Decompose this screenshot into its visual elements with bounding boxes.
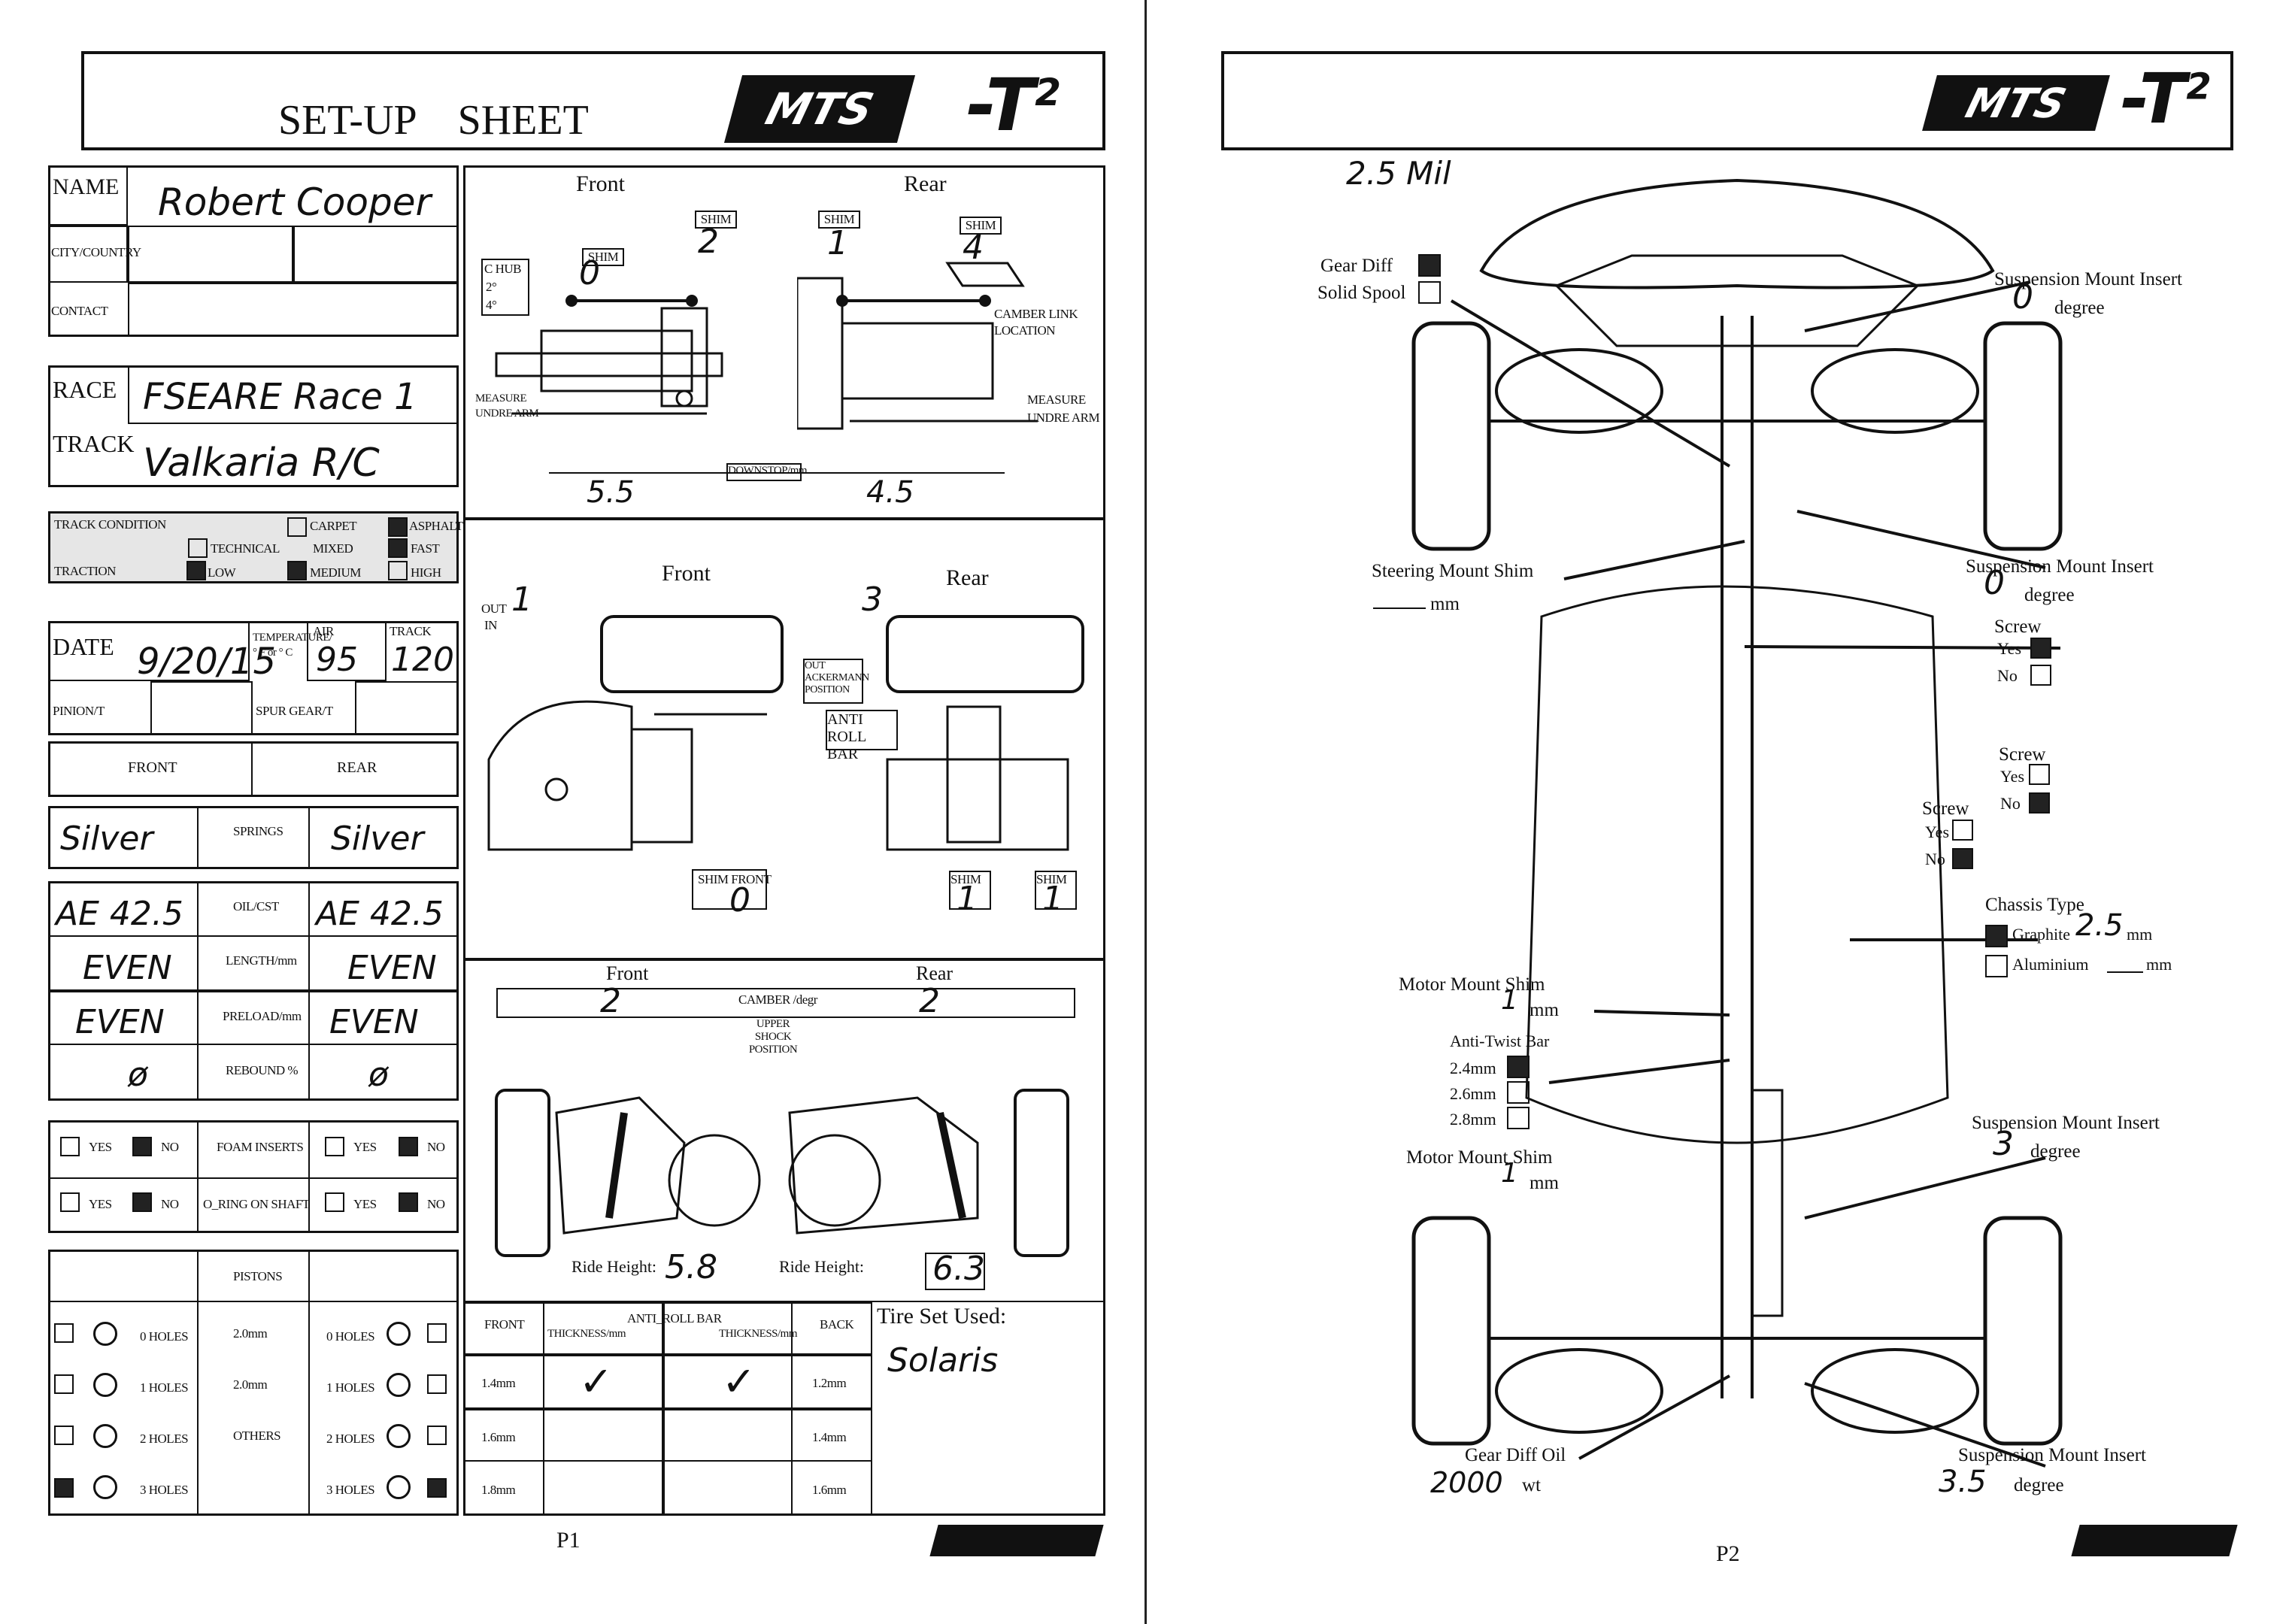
diagram-shim-downstop	[463, 165, 1105, 519]
high-checkbox[interactable]	[388, 561, 408, 580]
low-checkbox[interactable]	[186, 561, 206, 580]
race-value[interactable]: FSEARE Race 1	[143, 376, 417, 418]
page-number-2: P2	[1716, 1541, 1740, 1566]
traction-label: TRACTION	[54, 564, 116, 578]
track-value[interactable]: Valkaria R/C	[143, 441, 380, 486]
medium-checkbox[interactable]	[287, 561, 307, 580]
screw-2-no[interactable]	[2029, 792, 2050, 814]
page-divider	[1144, 0, 1147, 1624]
twist-2-4-checkbox[interactable]	[1507, 1056, 1530, 1078]
contact-label: CONTACT	[51, 304, 108, 318]
page-title: SET-UP SHEET	[278, 97, 589, 144]
arb-back-check[interactable]: ✓	[722, 1358, 756, 1405]
race-label: RACE	[53, 376, 117, 403]
asphalt-checkbox[interactable]	[388, 517, 408, 537]
leader-lines	[1450, 280, 2061, 1468]
screw-1-no[interactable]	[2030, 665, 2051, 686]
graphite-checkbox[interactable]	[1985, 925, 2008, 947]
page-number-1: P1	[556, 1528, 581, 1553]
date-value[interactable]: 9/20/15	[137, 641, 277, 683]
note-2-5-mil[interactable]: 2.5 Mil	[1346, 155, 1451, 192]
screw-1-yes[interactable]	[2030, 638, 2051, 659]
footer-logo-1	[929, 1525, 1104, 1556]
diagram-camber-ride-height	[463, 959, 1105, 1302]
rear-shock-diagram	[788, 1089, 1069, 1257]
twist-2-8-checkbox[interactable]	[1507, 1107, 1530, 1129]
piston-icon	[93, 1424, 117, 1448]
brand-logo: MTS	[723, 75, 916, 143]
date-label: DATE	[53, 633, 114, 660]
piston-icon	[387, 1424, 411, 1448]
model-name-2: -T2	[2121, 59, 2212, 139]
screw-2-yes[interactable]	[2029, 764, 2050, 785]
piston-icon	[93, 1322, 117, 1346]
piston-icon	[387, 1475, 411, 1499]
header-banner-2	[1221, 51, 2233, 150]
model-name: -T2	[966, 63, 1062, 147]
rear-axle-diagram	[886, 615, 1084, 851]
front-shock-diagram	[495, 1089, 761, 1257]
screw-3-no[interactable]	[1952, 848, 1973, 869]
arb-front-check[interactable]: ✓	[579, 1358, 614, 1405]
screw-3-yes[interactable]	[1952, 820, 1973, 841]
brand-logo-2: MTS	[1922, 75, 2110, 131]
steering-diagram	[487, 615, 784, 851]
fast-checkbox[interactable]	[388, 538, 408, 558]
twist-2-6-checkbox[interactable]	[1507, 1081, 1530, 1104]
track-condition-label: TRACK CONDITION	[54, 517, 166, 532]
footer-logo-2	[2071, 1525, 2238, 1556]
chassis-diagram	[1411, 178, 2063, 1446]
suspension-front-diagram	[495, 295, 723, 415]
solid-spool-checkbox[interactable]	[1418, 281, 1441, 304]
name-value[interactable]: Robert Cooper	[158, 180, 432, 224]
piston-icon	[387, 1373, 411, 1397]
piston-icon	[387, 1322, 411, 1346]
piston-icon	[93, 1475, 117, 1499]
air-value[interactable]: 95	[316, 641, 358, 679]
header-banner	[81, 51, 1105, 150]
name-label: NAME	[53, 174, 120, 199]
carpet-checkbox[interactable]	[287, 517, 307, 537]
track-label: TRACK	[53, 430, 135, 457]
gear-diff-checkbox[interactable]	[1418, 254, 1441, 277]
diagram-toe-ackermann	[463, 519, 1105, 959]
piston-icon	[93, 1373, 117, 1397]
track-temp-value[interactable]: 120	[391, 641, 454, 679]
aluminium-checkbox[interactable]	[1985, 955, 2008, 977]
city-label: CITY/COUNTRY	[51, 245, 141, 259]
suspension-rear-diagram	[797, 262, 1038, 430]
technical-checkbox[interactable]	[188, 538, 208, 558]
